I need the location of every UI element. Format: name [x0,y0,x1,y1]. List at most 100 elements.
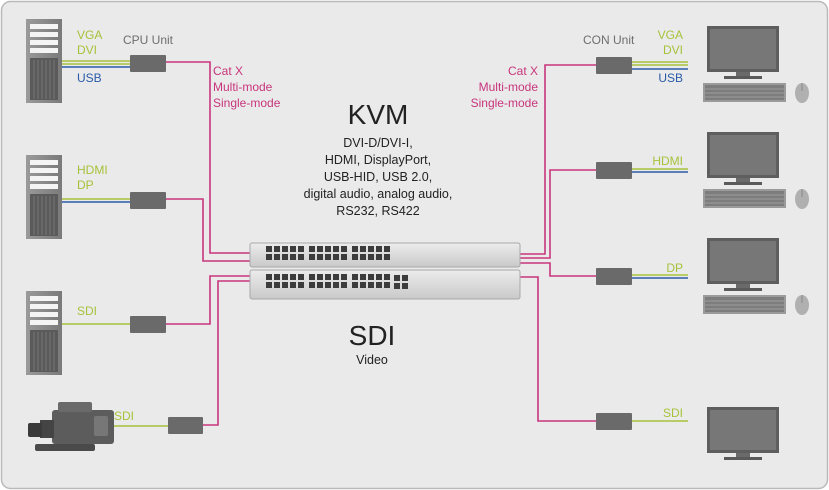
cable-catx-7 [518,262,597,277]
port-icon [274,254,280,260]
label-hdmi-right: HDMI [652,154,683,168]
port-icon [333,254,339,260]
cable-catx-2 [166,198,254,262]
label-catx-right: Cat X [508,64,538,78]
mouse-icon [795,83,809,103]
port-icon [368,254,374,260]
port-icon [352,254,358,260]
port-icon [282,274,288,280]
port-icon [325,282,331,288]
label-vga-left: VGA [77,28,102,42]
port-icon [317,282,323,288]
port-icon [352,282,358,288]
keyboard-icon [702,294,787,315]
port-icon [352,274,358,280]
matrix-switch-icon [249,242,521,300]
label-cpu-unit: CPU Unit [123,33,174,47]
port-icon [274,274,280,280]
kvm-title: KVM [348,99,409,130]
port-icon [341,246,347,252]
keyboard-icon [702,188,787,209]
kvm-signal-3: USB-HID, USB 2.0, [324,170,432,184]
monitor-icon [707,407,779,460]
keyboard-icon [703,83,786,102]
label-multimode-left: Multi-mode [213,80,273,94]
port-icon [290,282,296,288]
port-icon [368,274,374,280]
port-icon [384,254,390,260]
monitor-icon [707,238,779,291]
label-dp-right: DP [666,261,683,275]
port-icon [282,282,288,288]
port-icon [376,282,382,288]
port-icon [309,254,315,260]
port-icon [360,246,366,252]
tower-computer-icon [26,19,62,103]
cable-catx-6 [518,169,597,259]
port-icon [298,246,304,252]
mouse-icon [794,188,810,210]
port-icon [325,274,331,280]
cables [62,60,688,427]
port-icon [266,274,272,280]
port-icon [384,246,390,252]
tower-computer-icon [25,290,63,376]
port-icon [325,246,331,252]
kvm-signal-1: DVI-D/DVI-I, [343,136,412,150]
port-icon [282,246,288,252]
label-sdi-left: SDI [77,304,97,318]
port-icon [317,254,323,260]
port-icon [360,254,366,260]
cable-catx-1 [166,61,254,254]
port-icon [376,246,382,252]
port-icon [298,254,304,260]
kvm-signal-4: digital audio, analog audio, [304,187,453,201]
label-dvi-left: DVI [77,43,97,57]
kvm-signal-5: RS232, RS422 [336,204,419,218]
label-singlemode-right: Single-mode [471,96,539,110]
port-icon [368,282,374,288]
port-icon [333,246,339,252]
label-dp-left: DP [77,178,94,192]
label-vga-right: VGA [658,28,683,42]
label-sdi-camera: SDI [114,409,134,423]
port-icon [290,274,296,280]
port-icon [384,274,390,280]
port-icon [317,274,323,280]
port-icon [333,282,339,288]
port-icon [341,254,347,260]
port-icon [402,275,408,281]
sdi-subtitle: Video [356,353,388,367]
port-icon [298,282,304,288]
video-camera-icon [28,402,114,451]
tower-computer-icon [25,154,63,240]
port-icon [298,274,304,280]
port-icon [309,274,315,280]
port-icon [309,282,315,288]
port-icon [333,274,339,280]
port-icon [376,254,382,260]
port-icon [376,274,382,280]
port-icon [360,274,366,280]
cable-catx-5 [518,64,597,255]
port-icon [325,254,331,260]
port-icon [274,282,280,288]
sdi-title: SDI [349,320,396,351]
port-icon [368,246,374,252]
cable-catx-8 [518,276,597,422]
cable-catx-4 [203,280,254,426]
port-icon [341,274,347,280]
port-icon [352,246,358,252]
cable-catx-3 [166,275,254,325]
label-usb-left: USB [77,71,102,85]
port-icon [266,246,272,252]
mouse-icon [794,294,810,316]
kvm-signal-2: HDMI, DisplayPort, [325,153,431,167]
port-icon [360,282,366,288]
port-icon [394,283,400,289]
monitor-icon [707,132,779,185]
label-catx-left: Cat X [213,64,243,78]
label-hdmi-left: HDMI [77,163,108,177]
extender-unit-icon [130,55,632,434]
